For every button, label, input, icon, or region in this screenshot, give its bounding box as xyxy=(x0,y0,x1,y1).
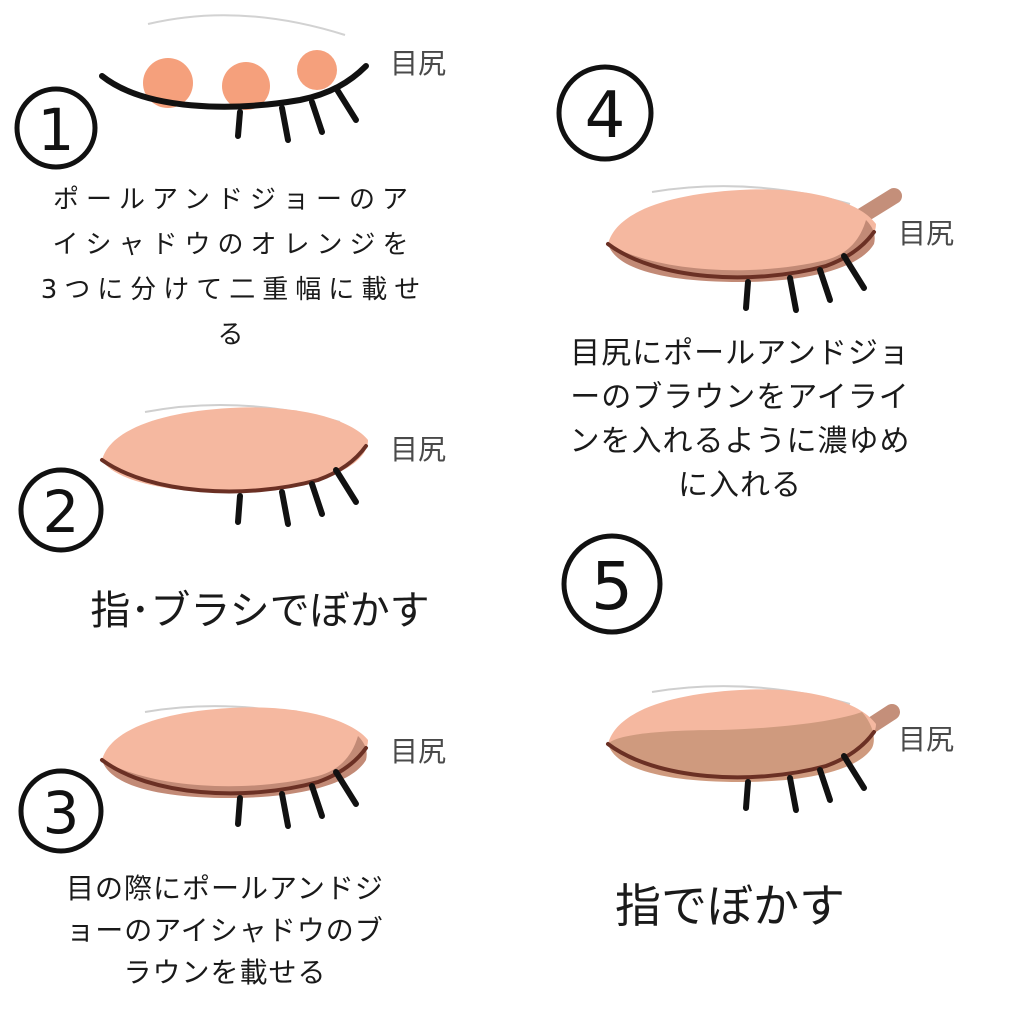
orange-dot xyxy=(297,50,337,90)
step-1-number-badge: 1 xyxy=(14,86,98,170)
step-1-outer-corner-label: 目尻 xyxy=(390,47,447,80)
step-2-eye xyxy=(100,403,368,527)
step-2-outer-corner-label: 目尻 xyxy=(390,433,447,466)
step-4-number-badge: 4 xyxy=(556,64,654,162)
caption-line: ョーのアイシャドウのブ xyxy=(66,914,384,947)
caption-line: 3つに分けて二重幅に載せ xyxy=(40,275,428,305)
step-3-eye xyxy=(100,705,368,829)
step-3-caption: 目の際にポールアンドジ ョーのアイシャドウのブ ラウンを載せる xyxy=(20,868,430,994)
svg-text:3: 3 xyxy=(43,779,80,847)
base-shadow xyxy=(102,407,368,493)
caption-line: に入れる xyxy=(678,468,802,503)
base-shadow xyxy=(608,189,876,277)
caption-line: 目の際にポールアンドジ xyxy=(66,872,384,905)
brown-shadow xyxy=(102,736,367,798)
caption-line: イシャドウのオレンジを xyxy=(52,230,416,260)
step-5-caption: 指でぼかす xyxy=(560,870,900,936)
step-2-number-badge: 2 xyxy=(18,467,104,553)
orange-dot xyxy=(143,58,193,108)
step-1-eye xyxy=(99,14,369,143)
brown-shadow xyxy=(608,220,875,282)
step-1-caption: ポールアンドジョーのア イシャドウのオレンジを 3つに分けて二重幅に載せ る xyxy=(10,178,458,358)
caption-line: 目尻にポールアンドジョ xyxy=(570,336,910,371)
step-5-number-badge: 5 xyxy=(561,533,663,635)
caption-line: ンを入れるように濃ゆめ xyxy=(569,424,911,459)
caption-line: ラウンを載せる xyxy=(123,956,327,989)
step-5-outer-corner-label: 目尻 xyxy=(898,723,955,756)
eye-line xyxy=(606,730,876,780)
step-4-outer-corner-label: 目尻 xyxy=(898,217,955,250)
eye-line xyxy=(99,63,369,110)
caption-line: ポールアンドジョーのア xyxy=(53,185,415,215)
svg-text:2: 2 xyxy=(43,478,80,546)
svg-text:5: 5 xyxy=(591,548,633,625)
step-4-eye xyxy=(606,185,902,313)
caption-line: 指でぼかす xyxy=(615,879,845,933)
base-shadow xyxy=(102,707,368,793)
caption-line: る xyxy=(217,320,251,350)
step-3-number-badge: 3 xyxy=(18,768,104,854)
step-2-caption: 指･ブラシでぼかす xyxy=(40,578,480,636)
eye-line xyxy=(100,746,368,796)
caption-line: 指･ブラシでぼかす xyxy=(90,588,430,634)
orange-dot xyxy=(222,62,270,110)
svg-text:1: 1 xyxy=(38,96,75,164)
step-3-outer-corner-label: 目尻 xyxy=(390,735,447,768)
svg-text:4: 4 xyxy=(585,79,626,153)
blended-shadow xyxy=(608,712,874,782)
step-4-caption: 目尻にポールアンドジョ ーのブラウンをアイライ ンを入れるように濃ゆめ に入れる xyxy=(540,332,940,508)
step-5-eye xyxy=(606,685,900,813)
eye-line xyxy=(100,444,368,494)
caption-line: ーのブラウンをアイライ xyxy=(570,380,910,415)
eye-line xyxy=(606,230,876,280)
